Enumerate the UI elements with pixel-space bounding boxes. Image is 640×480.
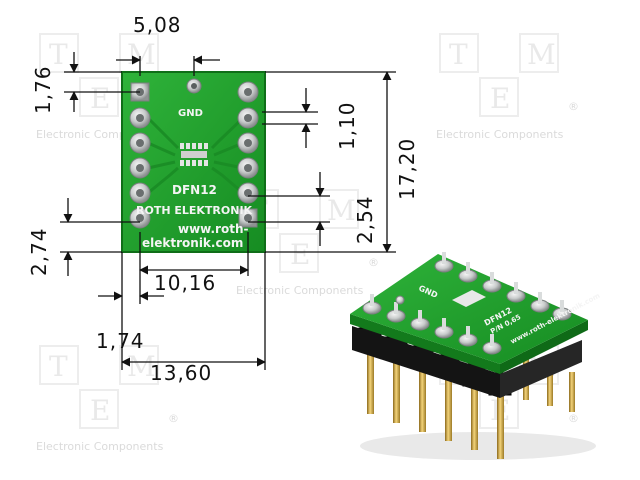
gold-pin — [393, 353, 400, 423]
watermark-letter: T — [49, 38, 68, 71]
watermark-registered: ® — [168, 412, 179, 425]
watermark-registered: ® — [368, 256, 379, 269]
pin-tip — [394, 302, 398, 314]
dim-side-margin: 1,74 — [96, 329, 145, 353]
photo-top-pads — [362, 252, 572, 355]
board-part-label: DFN12 — [172, 183, 217, 197]
watermark-letter: E — [90, 82, 110, 115]
dim-top-margin: 1,76 — [31, 65, 55, 114]
watermark-letter: T — [49, 350, 68, 383]
dimensioned-board: GND DFN12 ROTH ELEKTRONIK www.roth- elek… — [27, 13, 419, 385]
watermark-letter: E — [290, 238, 310, 271]
gold-pin — [445, 371, 452, 441]
watermark-letter: E — [490, 82, 510, 115]
dim-row-spacing: 2,54 — [353, 195, 377, 244]
pin-headers — [352, 326, 582, 398]
watermark-registered: ® — [568, 100, 579, 113]
pin-tip — [560, 300, 564, 312]
gold-pin — [367, 344, 374, 414]
photo-footprint — [452, 290, 486, 307]
board-url-line1: www.roth- — [178, 222, 248, 236]
pin-tip — [370, 294, 374, 306]
pin-tip — [418, 310, 422, 322]
watermark-registered: ® — [568, 412, 579, 425]
pin-tip — [490, 272, 494, 284]
gold-pin — [569, 372, 575, 412]
pin-tip — [514, 282, 518, 294]
dim-row-pitch: 1,10 — [335, 101, 359, 150]
board-gnd-label: GND — [178, 108, 203, 119]
dimension-lines — [60, 52, 396, 370]
pin-tip — [538, 292, 542, 304]
board-maker-label: ROTH ELEKTRONIK — [136, 204, 253, 217]
product-photo: GND DFN12 P/N 0,65 www.roth-elektronik.c… — [350, 252, 601, 460]
pin-tip — [442, 252, 446, 264]
pin-tip — [442, 318, 446, 330]
dim-pad-pitch-top: 5,08 — [133, 13, 182, 37]
dfn-footprint — [180, 143, 208, 166]
watermark-tagline: Electronic Components — [236, 284, 364, 297]
board-pads — [129, 81, 259, 229]
gold-pin — [419, 362, 426, 432]
pin-tip — [466, 326, 470, 338]
watermark-letter: E — [90, 394, 110, 427]
dim-board-height: 17,20 — [395, 138, 419, 200]
gold-pin — [471, 380, 478, 450]
watermark-tagline: Electronic Components — [36, 440, 164, 453]
photo-pcb-edge — [350, 314, 500, 374]
photo-gnd-hole — [395, 295, 405, 305]
watermark-tagline: Electronic Components — [436, 128, 564, 141]
board-url-line2: elektronik.com — [142, 236, 243, 250]
dim-bottom-margin: 2,74 — [27, 227, 51, 276]
gold-pin — [497, 389, 504, 459]
pin-tip — [466, 262, 470, 274]
tme-watermark: T ME ® Electronic Components — [436, 33, 579, 141]
watermark-letter: M — [527, 38, 556, 71]
pin-tip — [490, 334, 494, 346]
dim-board-width: 13,60 — [150, 361, 212, 385]
gold-pin — [547, 362, 553, 406]
watermark-letter: M — [327, 194, 356, 227]
dim-pin-row-width: 10,16 — [154, 271, 216, 295]
watermark-letter: T — [449, 38, 468, 71]
photo-pcb-top — [350, 254, 588, 364]
watermark-letter: M — [127, 38, 156, 71]
